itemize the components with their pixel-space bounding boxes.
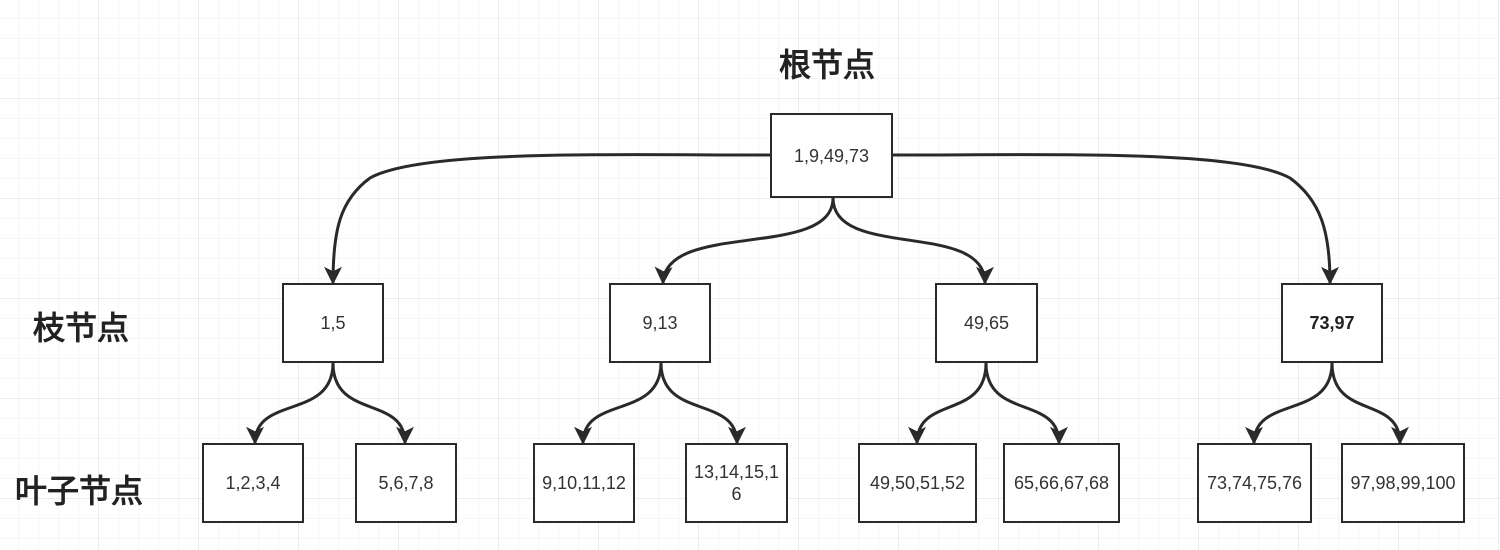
- edge-root-b3: [831, 197, 994, 285]
- leaf-node-6: 65,66,67,68: [1003, 443, 1120, 523]
- edge-b1-l1: [246, 362, 335, 445]
- root-level-label: 根节点: [779, 46, 876, 84]
- leaf-node-4: 13,14,15,16: [685, 443, 788, 523]
- branch-node-1: 1,5: [282, 283, 384, 363]
- branch-level-label: 枝节点: [33, 309, 130, 347]
- edge-b2-l4: [659, 362, 746, 445]
- leaf-node-6-text: 65,66,67,68: [1013, 473, 1110, 493]
- edge-b3-l5: [908, 362, 988, 445]
- leaf-node-8: 97,98,99,100: [1341, 443, 1465, 523]
- leaf-node-2: 5,6,7,8: [355, 443, 457, 523]
- leaf-node-1-text: 1,2,3,4: [225, 473, 281, 493]
- edge-b2-l3: [574, 362, 663, 445]
- leaf-node-4-text: 13,14,15,16: [693, 462, 780, 504]
- leaf-node-2-text: 5,6,7,8: [378, 473, 434, 493]
- leaf-node-3: 9,10,11,12: [533, 443, 635, 523]
- edge-b4-l8: [1330, 362, 1409, 445]
- leaf-node-1: 1,2,3,4: [202, 443, 304, 523]
- edge-b4-l7: [1245, 362, 1334, 445]
- edge-b1-l2: [331, 362, 414, 445]
- leaf-node-7: 73,74,75,76: [1197, 443, 1312, 523]
- root-node-text: 1,9,49,73: [793, 145, 870, 166]
- branch-node-3-text: 49,65: [963, 313, 1010, 333]
- branch-node-2-text: 9,13: [642, 313, 678, 333]
- root-node: 1,9,49,73: [770, 113, 893, 198]
- edge-root-b1: [324, 153, 771, 285]
- edge-b3-l6: [984, 362, 1068, 445]
- branch-node-4: 73,97: [1281, 283, 1383, 363]
- branch-node-2: 9,13: [609, 283, 711, 363]
- leaf-node-5: 49,50,51,52: [858, 443, 977, 523]
- leaf-node-7-text: 73,74,75,76: [1206, 473, 1303, 493]
- leaf-level-label: 叶子节点: [15, 472, 144, 510]
- branch-node-1-text: 1,5: [320, 313, 346, 333]
- leaf-node-5-text: 49,50,51,52: [869, 473, 966, 493]
- edge-root-b2: [654, 197, 835, 285]
- edge-root-b4: [892, 153, 1339, 285]
- branch-node-4-text: 73,97: [1309, 313, 1355, 333]
- leaf-node-8-text: 97,98,99,100: [1350, 473, 1456, 493]
- branch-node-3: 49,65: [935, 283, 1038, 363]
- leaf-node-3-text: 9,10,11,12: [542, 473, 626, 493]
